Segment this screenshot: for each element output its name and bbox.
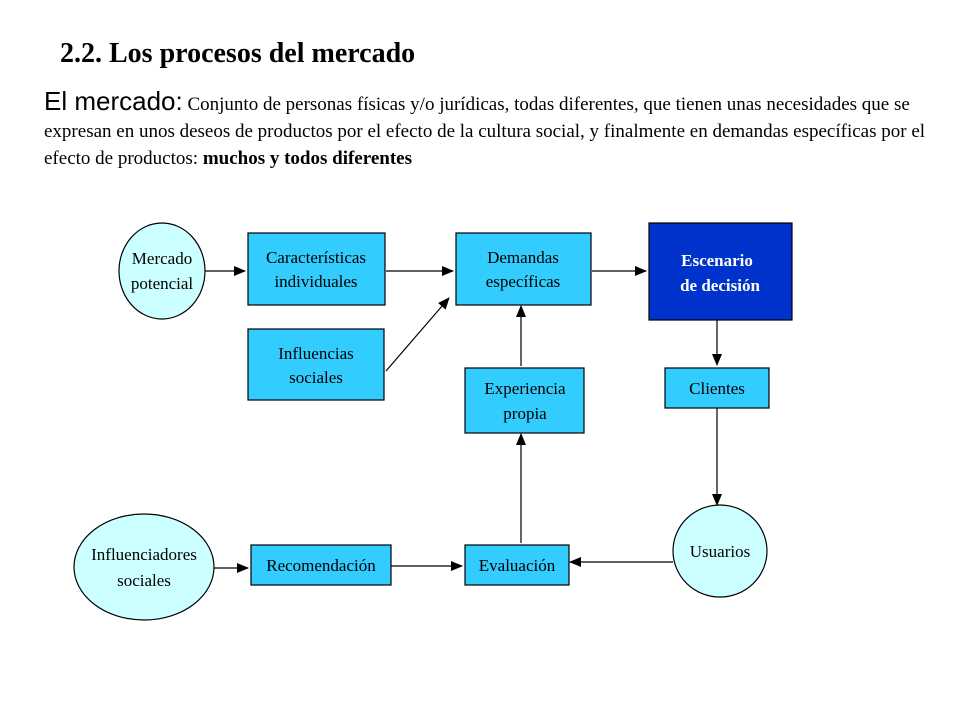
node-clientes: Clientes xyxy=(664,367,770,409)
svg-text:Demandas: Demandas xyxy=(487,248,559,267)
svg-text:individuales: individuales xyxy=(274,272,357,291)
clientes-label: Clientes xyxy=(689,379,745,398)
svg-text:Mercado: Mercado xyxy=(132,249,192,268)
node-influenciadores-sociales: Influenciadores sociales xyxy=(73,513,215,621)
escenario-line1: Escenario xyxy=(681,251,753,270)
svg-text:de decisión: de decisión xyxy=(680,276,760,295)
evaluacion-label: Evaluación xyxy=(479,556,556,575)
node-usuarios: Usuarios xyxy=(672,504,768,598)
svg-text:Clientes: Clientes xyxy=(689,379,745,398)
node-mercado-potencial: Mercado potencial xyxy=(118,222,206,320)
svg-text:propia: propia xyxy=(503,404,547,423)
caracteristicas-line1: Características xyxy=(266,248,366,267)
mercado-potencial-line2: potencial xyxy=(131,274,194,293)
node-recomendacion: Recomendación xyxy=(250,544,392,586)
recomendacion-label: Recomendación xyxy=(266,556,376,575)
svg-text:Usuarios: Usuarios xyxy=(690,542,750,561)
influencias-line2: sociales xyxy=(289,368,343,387)
node-escenario-de-decision: Escenario de decisión xyxy=(648,222,793,321)
node-evaluacion: Evaluación xyxy=(464,544,570,586)
svg-text:Características: Características xyxy=(266,248,366,267)
intro-emphasis: muchos y todos diferentes xyxy=(202,148,412,169)
svg-text:potencial: potencial xyxy=(131,274,194,293)
node-experiencia-propia: Experiencia propia xyxy=(464,367,585,434)
intro-lead: El mercado: xyxy=(44,86,183,116)
svg-text:Influencias: Influencias xyxy=(278,344,354,363)
influencias-line1: Influencias xyxy=(278,344,354,363)
svg-text:Influenciadores: Influenciadores xyxy=(91,545,197,564)
svg-text:específicas: específicas xyxy=(486,272,561,291)
experiencia-line2: propia xyxy=(503,404,547,423)
influenciadores-line1: Influenciadores xyxy=(91,545,197,564)
demandas-line2: específicas xyxy=(486,272,561,291)
escenario-line2: de decisión xyxy=(680,276,760,295)
influenciadores-line2: sociales xyxy=(117,571,171,590)
usuarios-label: Usuarios xyxy=(690,542,750,561)
svg-text:Experiencia: Experiencia xyxy=(484,379,566,398)
node-influencias-sociales: Influencias sociales xyxy=(247,328,385,401)
svg-text:sociales: sociales xyxy=(117,571,171,590)
arrow-influencias-to-demandas xyxy=(385,297,450,372)
svg-text:sociales: sociales xyxy=(289,368,343,387)
caracteristicas-line2: individuales xyxy=(274,272,357,291)
intro-paragraph: El mercado: Conjunto de personas físicas… xyxy=(44,88,944,172)
experiencia-line1: Experiencia xyxy=(484,379,566,398)
svg-text:Evaluación: Evaluación xyxy=(479,556,556,575)
svg-text:Recomendación: Recomendación xyxy=(266,556,376,575)
intro-body: Conjunto de personas físicas y/o jurídic… xyxy=(44,94,926,169)
mercado-potencial-line1: Mercado xyxy=(132,249,192,268)
node-caracteristicas-individuales: Características individuales xyxy=(247,232,386,306)
demandas-line1: Demandas xyxy=(487,248,559,267)
connectors xyxy=(205,266,722,573)
slide-title: 2.2. Los procesos del mercado xyxy=(60,38,416,69)
node-demandas-especificas: Demandas específicas xyxy=(455,232,592,306)
svg-text:Escenario: Escenario xyxy=(681,251,753,270)
